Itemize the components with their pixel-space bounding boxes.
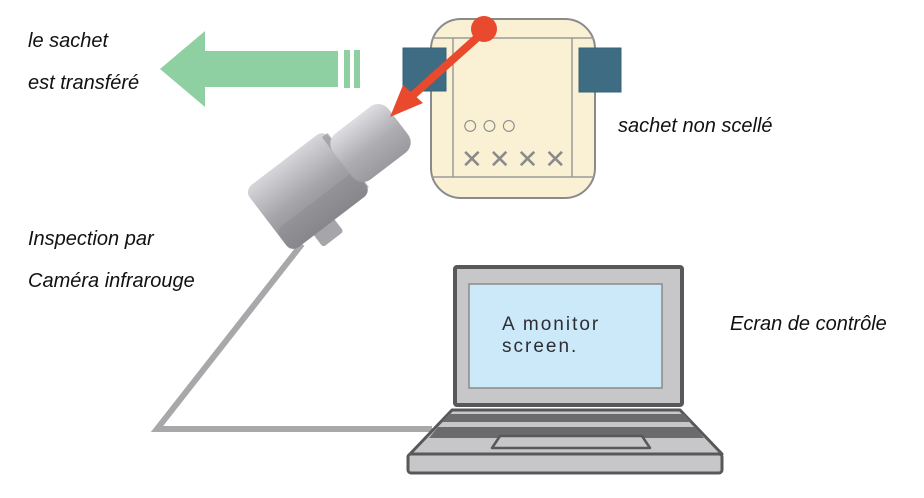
label-sachet-non-scelle: sachet non scellé (618, 115, 773, 137)
camera-foot (312, 216, 343, 247)
camera-body-shade (278, 173, 368, 250)
sachet-circle-marks: ○○○ (462, 110, 520, 140)
label-inspection-line2: Caméra infrarouge (28, 270, 195, 292)
label-transfer: le sachet est transféré (28, 29, 139, 95)
sachet-body (430, 18, 596, 199)
laptop-trackpad (490, 434, 652, 450)
camera-body (247, 133, 368, 249)
transfer-arrow-bar-2 (354, 50, 360, 88)
transfer-arrow-bar-1 (344, 50, 350, 88)
laptop-key-row-1 (442, 414, 691, 422)
label-transfer-line2: est transféré (28, 72, 140, 94)
camera-cable (150, 242, 432, 432)
laptop-screen-caption: A monitor screen. (502, 314, 600, 358)
camera-lens (330, 103, 411, 183)
defect-marker-dot (471, 16, 497, 42)
label-inspection: Inspection par Caméra infrarouge (28, 227, 195, 293)
label-ecran-de-controle: Ecran de contrôle (730, 313, 887, 335)
infrared-camera (247, 103, 411, 250)
laptop-screen (468, 283, 663, 389)
laptop-base (406, 452, 724, 475)
detection-arrow-head (390, 85, 423, 117)
transfer-arrow-icon (160, 31, 338, 107)
detection-arrow-shaft (409, 33, 482, 99)
laptop-screen-caption-line1: A monitor (502, 314, 601, 335)
label-transfer-line1: le sachet (28, 30, 109, 52)
sachet-cross-marks: ✕✕✕✕ (461, 144, 573, 174)
label-inspection-line1: Inspection par (28, 228, 154, 250)
laptop-screen-caption-line2: screen. (502, 336, 579, 357)
sachet-tab-right (578, 47, 622, 93)
